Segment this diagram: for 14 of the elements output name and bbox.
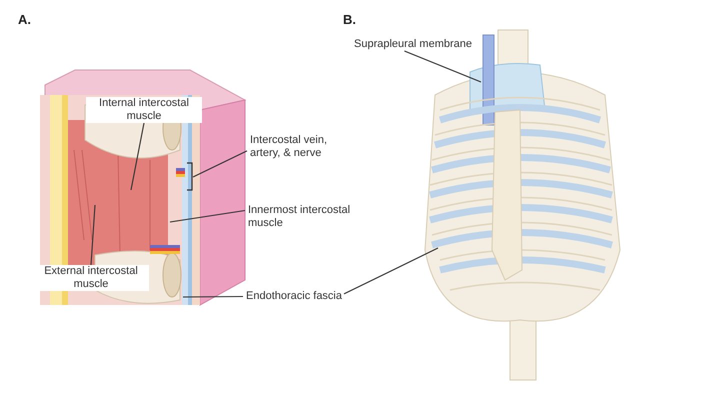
leader-line bbox=[192, 150, 248, 178]
callout-label: Internal intercostal muscle bbox=[86, 97, 202, 123]
callout-label: Endothoracic fascia bbox=[246, 290, 358, 303]
callout-label: Suprapleural membrane bbox=[354, 38, 480, 51]
leader-line bbox=[183, 296, 243, 298]
leader-line bbox=[170, 210, 246, 223]
leader-line bbox=[404, 50, 482, 82]
leader-line bbox=[344, 248, 438, 294]
leader-line bbox=[130, 122, 145, 190]
callout-label: Innermost intercostal muscle bbox=[248, 204, 370, 230]
callout-label: Intercostal vein, artery, & nerve bbox=[250, 134, 346, 160]
leader-line bbox=[90, 204, 96, 266]
panel-letter: B. bbox=[343, 12, 356, 27]
panel-letter: A. bbox=[18, 12, 31, 27]
